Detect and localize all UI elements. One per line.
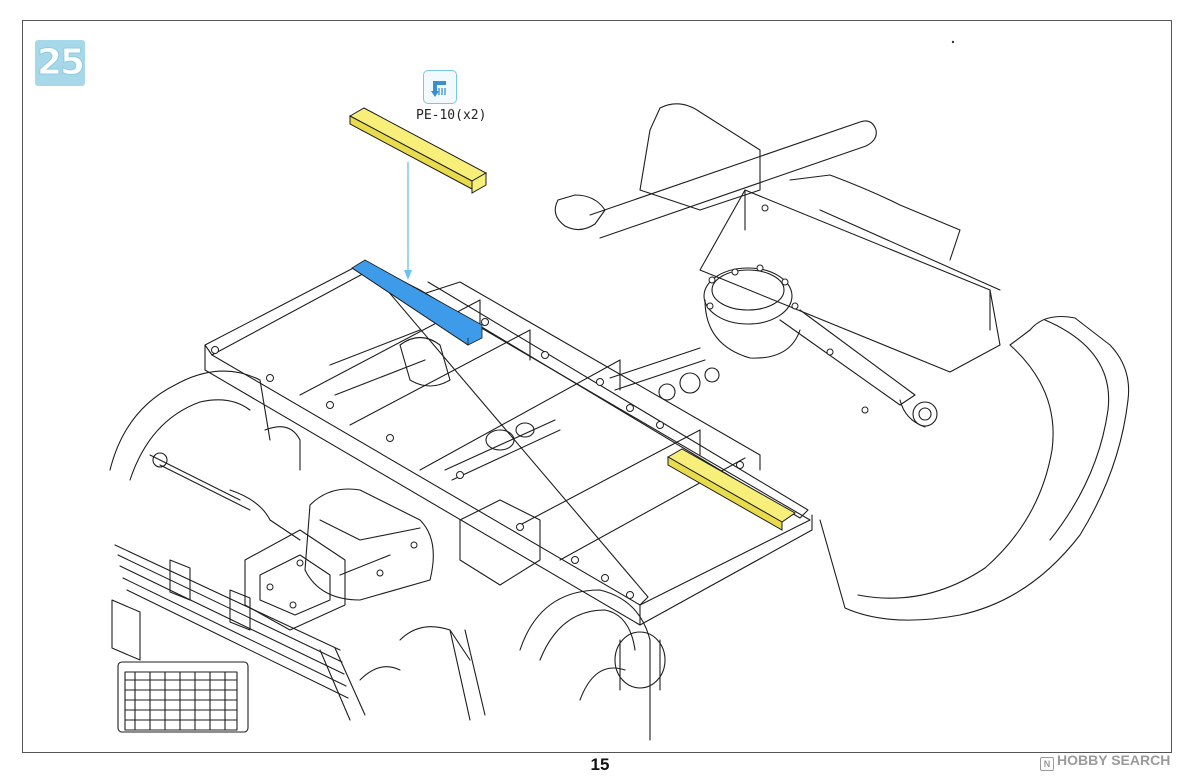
frame-rail-left	[204, 261, 371, 356]
pe-10-installed	[666, 448, 796, 531]
pe-10-part	[348, 107, 488, 194]
radiator-grille	[117, 661, 249, 733]
rear-axle-tube	[589, 120, 877, 239]
front-fender	[519, 589, 651, 741]
chassis-diagram	[109, 40, 1130, 741]
step-number: 25	[36, 42, 85, 84]
prop-shaft	[609, 347, 706, 391]
photo-etch-symbol-icon	[431, 81, 446, 97]
placement-arrow	[404, 162, 412, 280]
rear-differential	[703, 267, 793, 325]
part-label: PE-10(x2)	[416, 108, 487, 123]
rear-fender	[819, 315, 1130, 621]
transmission	[304, 488, 434, 601]
installation-location-highlight	[351, 259, 483, 346]
instruction-frame	[22, 20, 1172, 753]
chassis-line-art	[109, 103, 1130, 741]
page-number: 15	[590, 755, 610, 774]
photo-etch-part-icon	[423, 70, 457, 104]
bolt-heads	[211, 204, 869, 609]
watermark-text: HOBBY SEARCH	[1057, 752, 1171, 768]
hobby-search-logo-icon: N	[1040, 757, 1054, 771]
step-number-badge: 25	[35, 40, 86, 86]
speck	[951, 40, 955, 44]
